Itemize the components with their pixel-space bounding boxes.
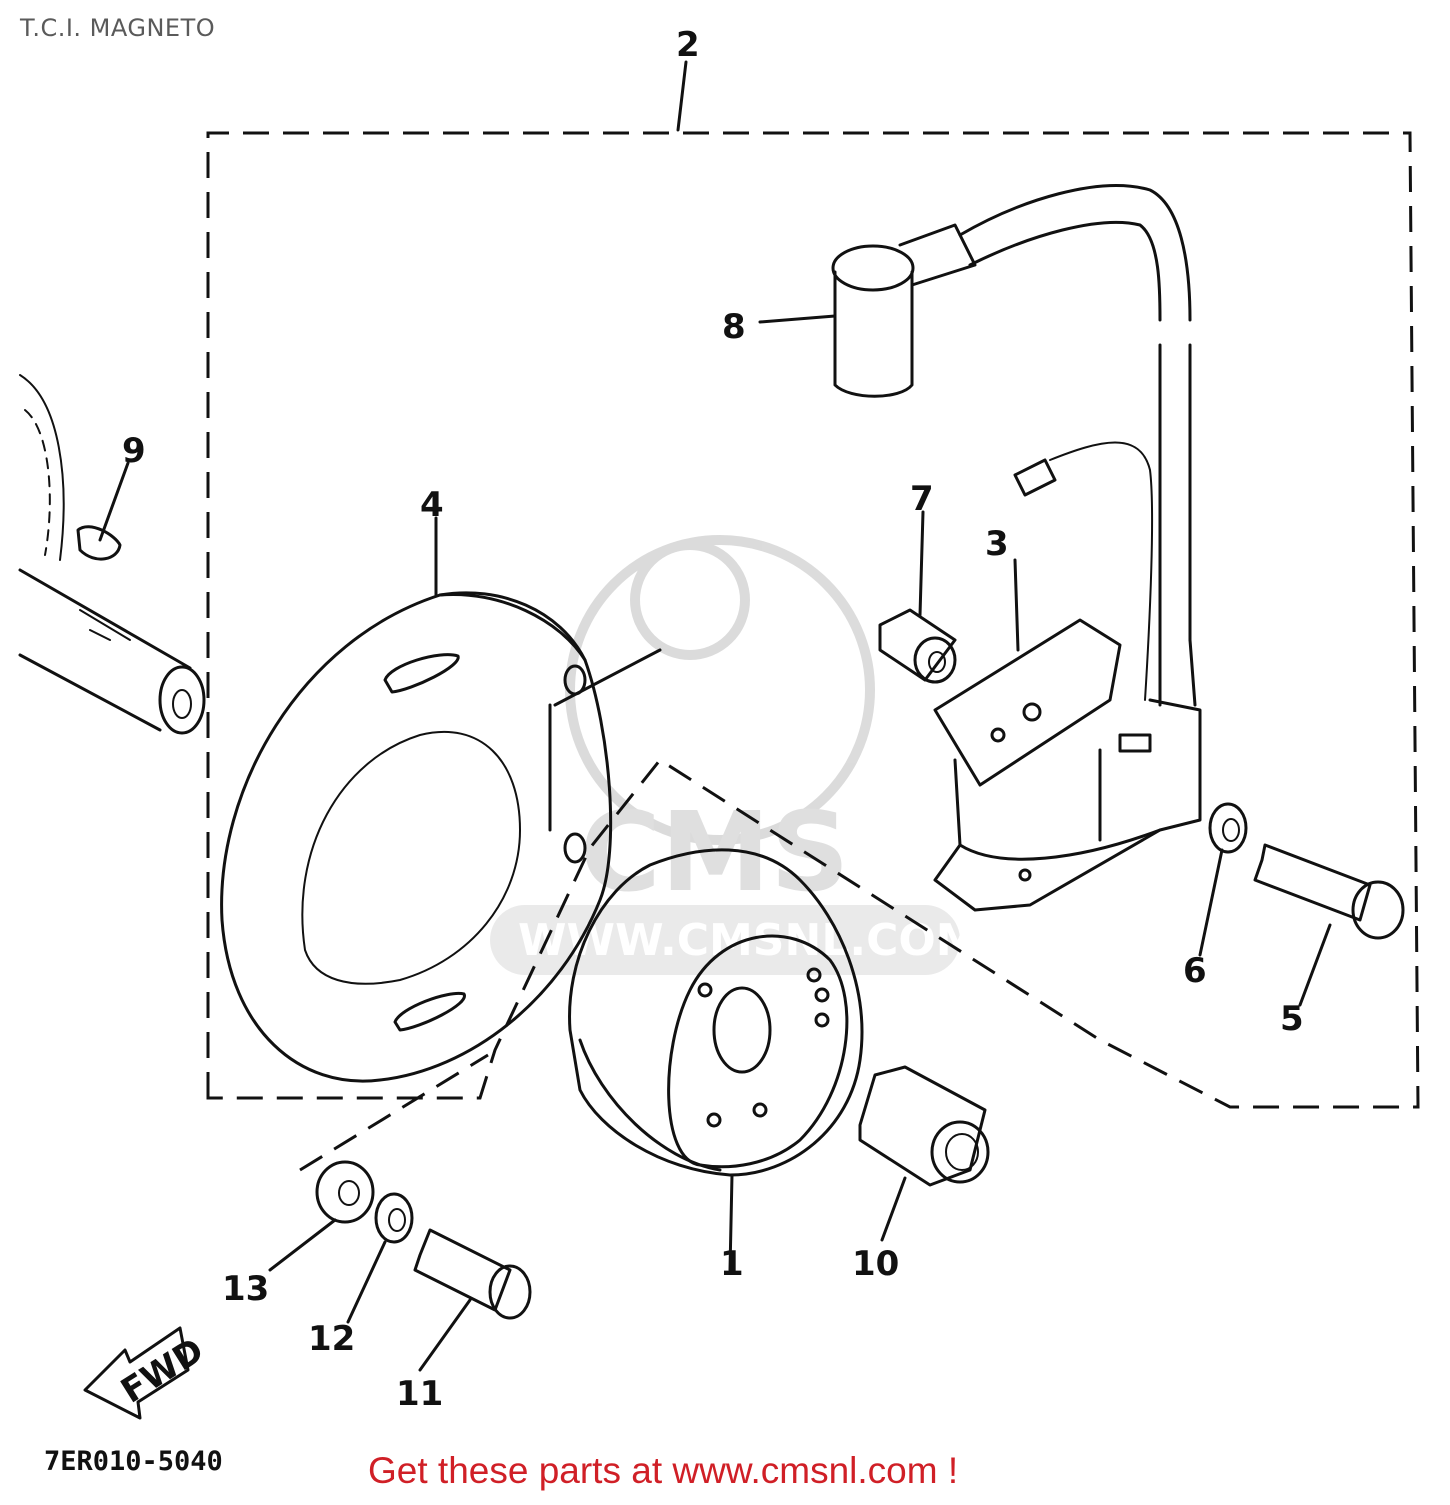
callout-7: 7 — [910, 479, 934, 519]
callout-11: 11 — [396, 1374, 443, 1414]
spacer-collar — [878, 608, 957, 684]
stator-base-plate — [220, 591, 662, 1083]
callout-6: 6 — [1183, 951, 1207, 991]
watermark-logo: CMS WWW.CMSNL.COM — [490, 535, 980, 975]
stator-screw — [413, 1228, 532, 1320]
callout-2: 2 — [676, 25, 700, 65]
callout-5: 5 — [1280, 999, 1304, 1039]
watermark-cms-text: CMS — [580, 788, 849, 916]
callout-4: 4 — [420, 485, 444, 525]
kit-boundary — [206, 131, 1420, 1109]
callout-12: 12 — [308, 1319, 355, 1359]
callout-10: 10 — [852, 1244, 899, 1284]
callout-13: 13 — [222, 1269, 269, 1309]
leader-lines — [98, 60, 1332, 1372]
fwd-label: FWD — [114, 1330, 211, 1411]
drawing-code: 7ER010-5040 — [44, 1446, 223, 1477]
callout-8: 8 — [722, 307, 746, 347]
callout-1: 1 — [720, 1244, 744, 1284]
crankshaft-end — [18, 374, 206, 735]
woodruff-key — [76, 525, 122, 561]
callout-3: 3 — [985, 524, 1009, 564]
spark-plug-cap — [831, 223, 977, 398]
callout-9: 9 — [122, 431, 146, 471]
flywheel-rotor — [568, 848, 864, 1177]
coil-screw — [1253, 843, 1405, 940]
page-title: T.C.I. MAGNETO — [20, 14, 216, 42]
stator-lock-washer — [374, 1192, 414, 1244]
forward-direction-arrow: FWD — [83, 1326, 211, 1420]
source-coil — [933, 618, 1202, 912]
stator-plain-washer — [315, 1160, 375, 1224]
flywheel-nut — [858, 1065, 990, 1187]
parts-shop-link[interactable]: Get these parts at www.cmsnl.com ! — [368, 1450, 959, 1491]
coil-lock-washer — [1208, 802, 1248, 854]
ignition-lead — [958, 184, 1197, 707]
